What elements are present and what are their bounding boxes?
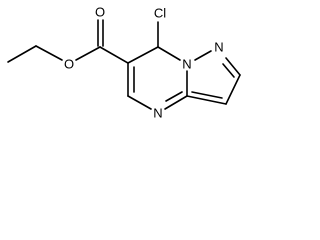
bond-c7-n7a — [157, 46, 181, 61]
bond-n1-c2 — [225, 57, 241, 76]
bond-c3a-n4-inner — [165, 91, 183, 102]
bond-ethyl-ch3-ch2 — [7, 45, 37, 63]
bond-ethyl-ch2-o — [35, 45, 63, 61]
bond-o-carbonyl — [75, 46, 101, 61]
bond-c3a-n4 — [164, 95, 188, 110]
bond-carbonyl-c6 — [99, 46, 129, 64]
chemical-structure: Cl O O N N N — [7, 5, 241, 121]
bond-n1-c2-inner — [222, 63, 235, 78]
bond-n4-c5 — [127, 95, 152, 110]
chlorine-atom-label: Cl — [154, 6, 166, 21]
bridge-nitrogen-label: N — [182, 57, 191, 72]
bond-c3-c3a — [186, 95, 227, 105]
pyrazole-nitrogen-label: N — [214, 40, 223, 55]
bond-c3-c3a-inner — [191, 91, 223, 99]
ring-nitrogen-label: N — [153, 106, 162, 121]
bond-c6-c7 — [127, 46, 159, 64]
bond-c2-c3 — [225, 74, 241, 105]
ester-oxygen-label: O — [64, 57, 74, 72]
carbonyl-oxygen-label: O — [95, 5, 105, 20]
bond-n7a-n1 — [194, 50, 212, 61]
